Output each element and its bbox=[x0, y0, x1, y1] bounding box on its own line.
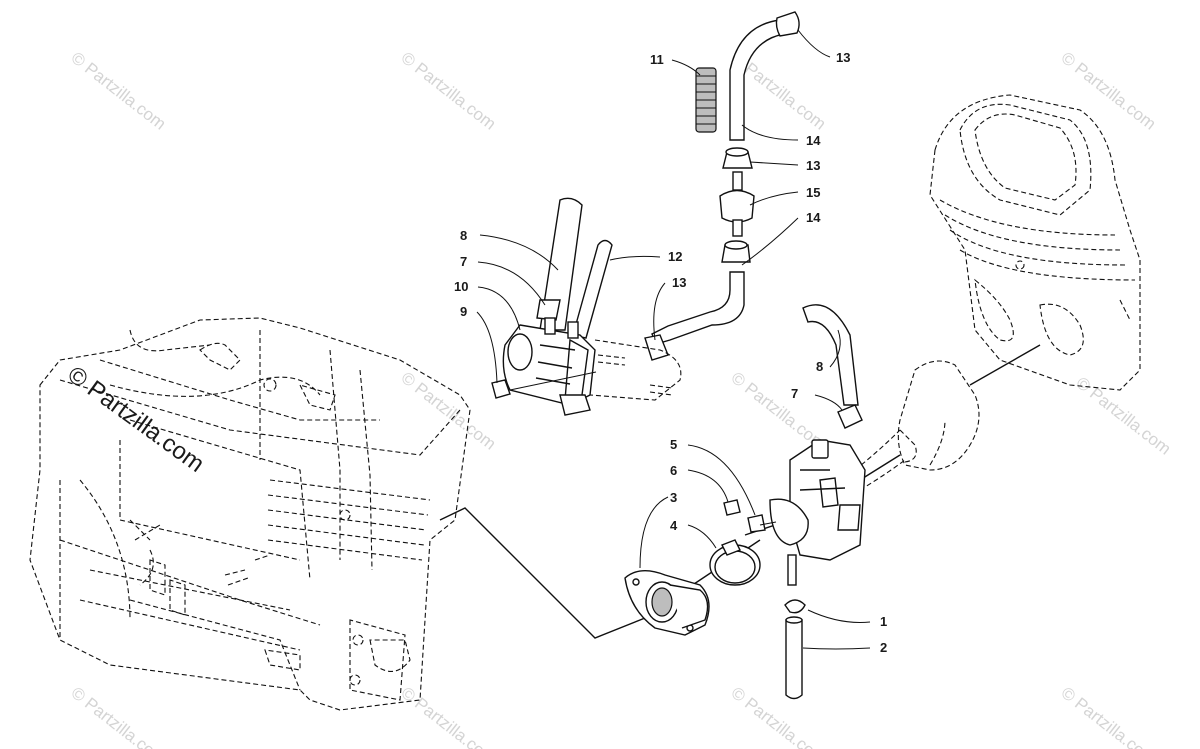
screw-assembly bbox=[723, 499, 777, 533]
callout-7: 7 bbox=[791, 386, 798, 401]
callout-2: 2 bbox=[880, 640, 887, 655]
callout-11: 11 bbox=[650, 52, 664, 67]
callout-14: 14 bbox=[806, 133, 821, 148]
watermark: © Partzilla.com bbox=[398, 48, 500, 134]
callout-7: 7 bbox=[460, 254, 467, 269]
callout-13: 13 bbox=[806, 158, 820, 173]
callout-9: 9 bbox=[460, 304, 467, 319]
intake-boot-ghost bbox=[854, 360, 980, 491]
callout-labels: 11 13 14 13 15 14 8 12 7 13 10 9 8 7 5 6… bbox=[454, 50, 887, 655]
fuel-hose-lower bbox=[644, 271, 745, 361]
watermark: © Partzilla.com bbox=[728, 683, 830, 749]
callout-5: 5 bbox=[670, 437, 677, 452]
intake-flange bbox=[624, 570, 710, 636]
fuel-pump bbox=[491, 197, 682, 416]
watermark: © Partzilla.com bbox=[68, 48, 170, 134]
watermark: © Partzilla.com bbox=[1058, 48, 1160, 134]
callout-12: 12 bbox=[668, 249, 682, 264]
drain-hose bbox=[784, 599, 806, 700]
spring-11 bbox=[695, 67, 717, 133]
hose-clamp bbox=[709, 539, 761, 586]
watermark-featured: © Partzilla.com bbox=[62, 361, 209, 478]
fuel-filter-assembly bbox=[719, 147, 755, 263]
callout-1: 1 bbox=[880, 614, 887, 629]
watermark: © Partzilla.com bbox=[398, 368, 500, 454]
watermark-layer: © Partzilla.com © Partzilla.com © Partzi… bbox=[62, 48, 1174, 749]
callout-leaders bbox=[476, 29, 871, 650]
callout-6: 6 bbox=[670, 463, 677, 478]
watermark: © Partzilla.com bbox=[1058, 683, 1160, 749]
fuel-hose-upper bbox=[729, 11, 800, 141]
callout-8: 8 bbox=[816, 359, 823, 374]
callout-14: 14 bbox=[806, 210, 821, 225]
watermark: © Partzilla.com bbox=[398, 683, 500, 749]
airbox-ghost bbox=[929, 94, 1141, 391]
callout-13: 13 bbox=[836, 50, 850, 65]
callout-3: 3 bbox=[670, 490, 677, 505]
callout-13: 13 bbox=[672, 275, 686, 290]
callout-4: 4 bbox=[670, 518, 678, 533]
callout-10: 10 bbox=[454, 279, 468, 294]
callout-15: 15 bbox=[806, 185, 820, 200]
callout-8: 8 bbox=[460, 228, 467, 243]
engine-ghost bbox=[29, 317, 471, 711]
carburetor bbox=[769, 304, 866, 586]
watermark: © Partzilla.com bbox=[68, 683, 170, 749]
